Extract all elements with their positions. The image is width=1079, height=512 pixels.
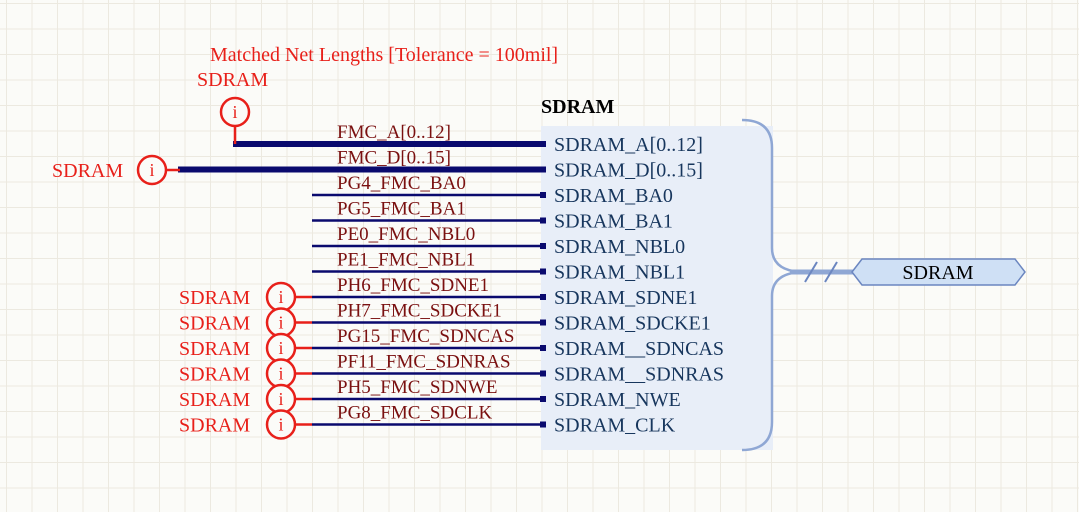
sheet-entries: SDRAM_A[0..12] SDRAM_D[0..15] SDRAM_BA0SDR… [554, 134, 724, 437]
sheet-entry-label: SDRAM_BA0 [554, 185, 673, 207]
harness-slash-2 [824, 261, 838, 283]
net-label: FMC_D[0..15] [337, 148, 451, 169]
sheet-entry-label: SDRAM_SDNE1 [554, 287, 697, 309]
sheet-entry-label: SDRAM_A[0..12] [554, 134, 703, 156]
info-glyph-icon: i [278, 338, 283, 358]
sheet-entry-label: SDRAM__SDNCAS [554, 338, 724, 360]
sheet-entry-label: SDRAM_CLK [554, 415, 676, 437]
pin-stub [540, 166, 546, 173]
sheet-entry-label: SDRAM_NBL0 [554, 236, 685, 258]
net-label: FMC_A[0..12] [337, 122, 451, 143]
pin-stub [540, 217, 546, 224]
info-glyph-icon: i [278, 415, 283, 435]
sheet-entry-label: SDRAM_NWE [554, 389, 681, 411]
net-class-label: SDRAM [179, 364, 250, 386]
net-label: PF11_FMC_SDNRAS [337, 352, 511, 373]
matched-lengths-directive: Matched Net Lengths [Tolerance = 100mil] [210, 44, 558, 66]
net-class-label: SDRAM [179, 415, 250, 437]
net-class-markers: iiSDRAMiSDRAMiSDRAMiSDRAMiSDRAMiSDRAMiSD… [52, 96, 312, 440]
pin-stub [540, 370, 546, 377]
pin-stub [540, 319, 546, 326]
net-label: PH5_FMC_SDNWE [337, 377, 497, 398]
info-glyph-icon: i [278, 287, 283, 307]
sheet-entry-label: SDRAM_SDCKE1 [554, 313, 711, 335]
net-class-label: SDRAM [52, 160, 123, 182]
net-class-label: SDRAM [179, 313, 250, 335]
net-label: PH7_FMC_SDCKE1 [337, 301, 502, 322]
sdram-port[interactable] [851, 258, 1026, 286]
port-label: SDRAM [902, 262, 973, 284]
pin-stub [540, 141, 546, 147]
sheet-symbol-body[interactable] [541, 126, 773, 450]
net-class-label: SDRAM [179, 389, 250, 411]
net-label: PE0_FMC_NBL0 [337, 224, 475, 245]
net-class-info-icon[interactable] [219, 96, 251, 128]
sheet-symbol-title: SDRAM [541, 96, 614, 118]
net-class-label: SDRAM [179, 287, 250, 309]
net-label: PH6_FMC_SDNE1 [337, 275, 489, 296]
info-glyph-icon: i [278, 313, 283, 333]
net-label: PG4_FMC_BA0 [337, 173, 466, 194]
info-glyph-icon: i [278, 364, 283, 384]
net-class-info-icon[interactable] [136, 154, 168, 186]
pin-stub [540, 396, 546, 402]
sheet-entry-label: SDRAM_NBL1 [554, 262, 685, 284]
wires [178, 126, 546, 428]
info-glyph-icon: i [149, 160, 154, 180]
net-label: PG15_FMC_SDNCAS [337, 326, 514, 347]
net-class-info-icon[interactable] [265, 409, 297, 440]
directive-class-label: SDRAM [197, 69, 268, 91]
info-glyph-icon: i [278, 389, 283, 409]
net-label: PE1_FMC_NBL1 [337, 250, 475, 271]
pin-stub [540, 268, 546, 275]
sheet-entry-label: SDRAM__SDNRAS [554, 364, 724, 386]
net-label: PG8_FMC_SDCLK [337, 403, 492, 424]
pin-stub [540, 294, 546, 300]
net-labels: FMC_A[0..12] FMC_D[0..15] PG4_FMC_BA0PG5_F… [337, 122, 514, 424]
net-label: PG5_FMC_BA1 [337, 199, 466, 220]
sheet-entry-label: SDRAM_BA1 [554, 211, 673, 233]
pin-stub [540, 243, 546, 249]
info-glyph-icon: i [232, 102, 237, 122]
pin-stub [540, 192, 546, 198]
sheet-entry-label: SDRAM_D[0..15] [554, 160, 703, 182]
pin-stub [540, 421, 546, 428]
harness-slash-1 [804, 261, 818, 283]
net-class-label: SDRAM [179, 338, 250, 360]
pin-stub [540, 345, 546, 351]
